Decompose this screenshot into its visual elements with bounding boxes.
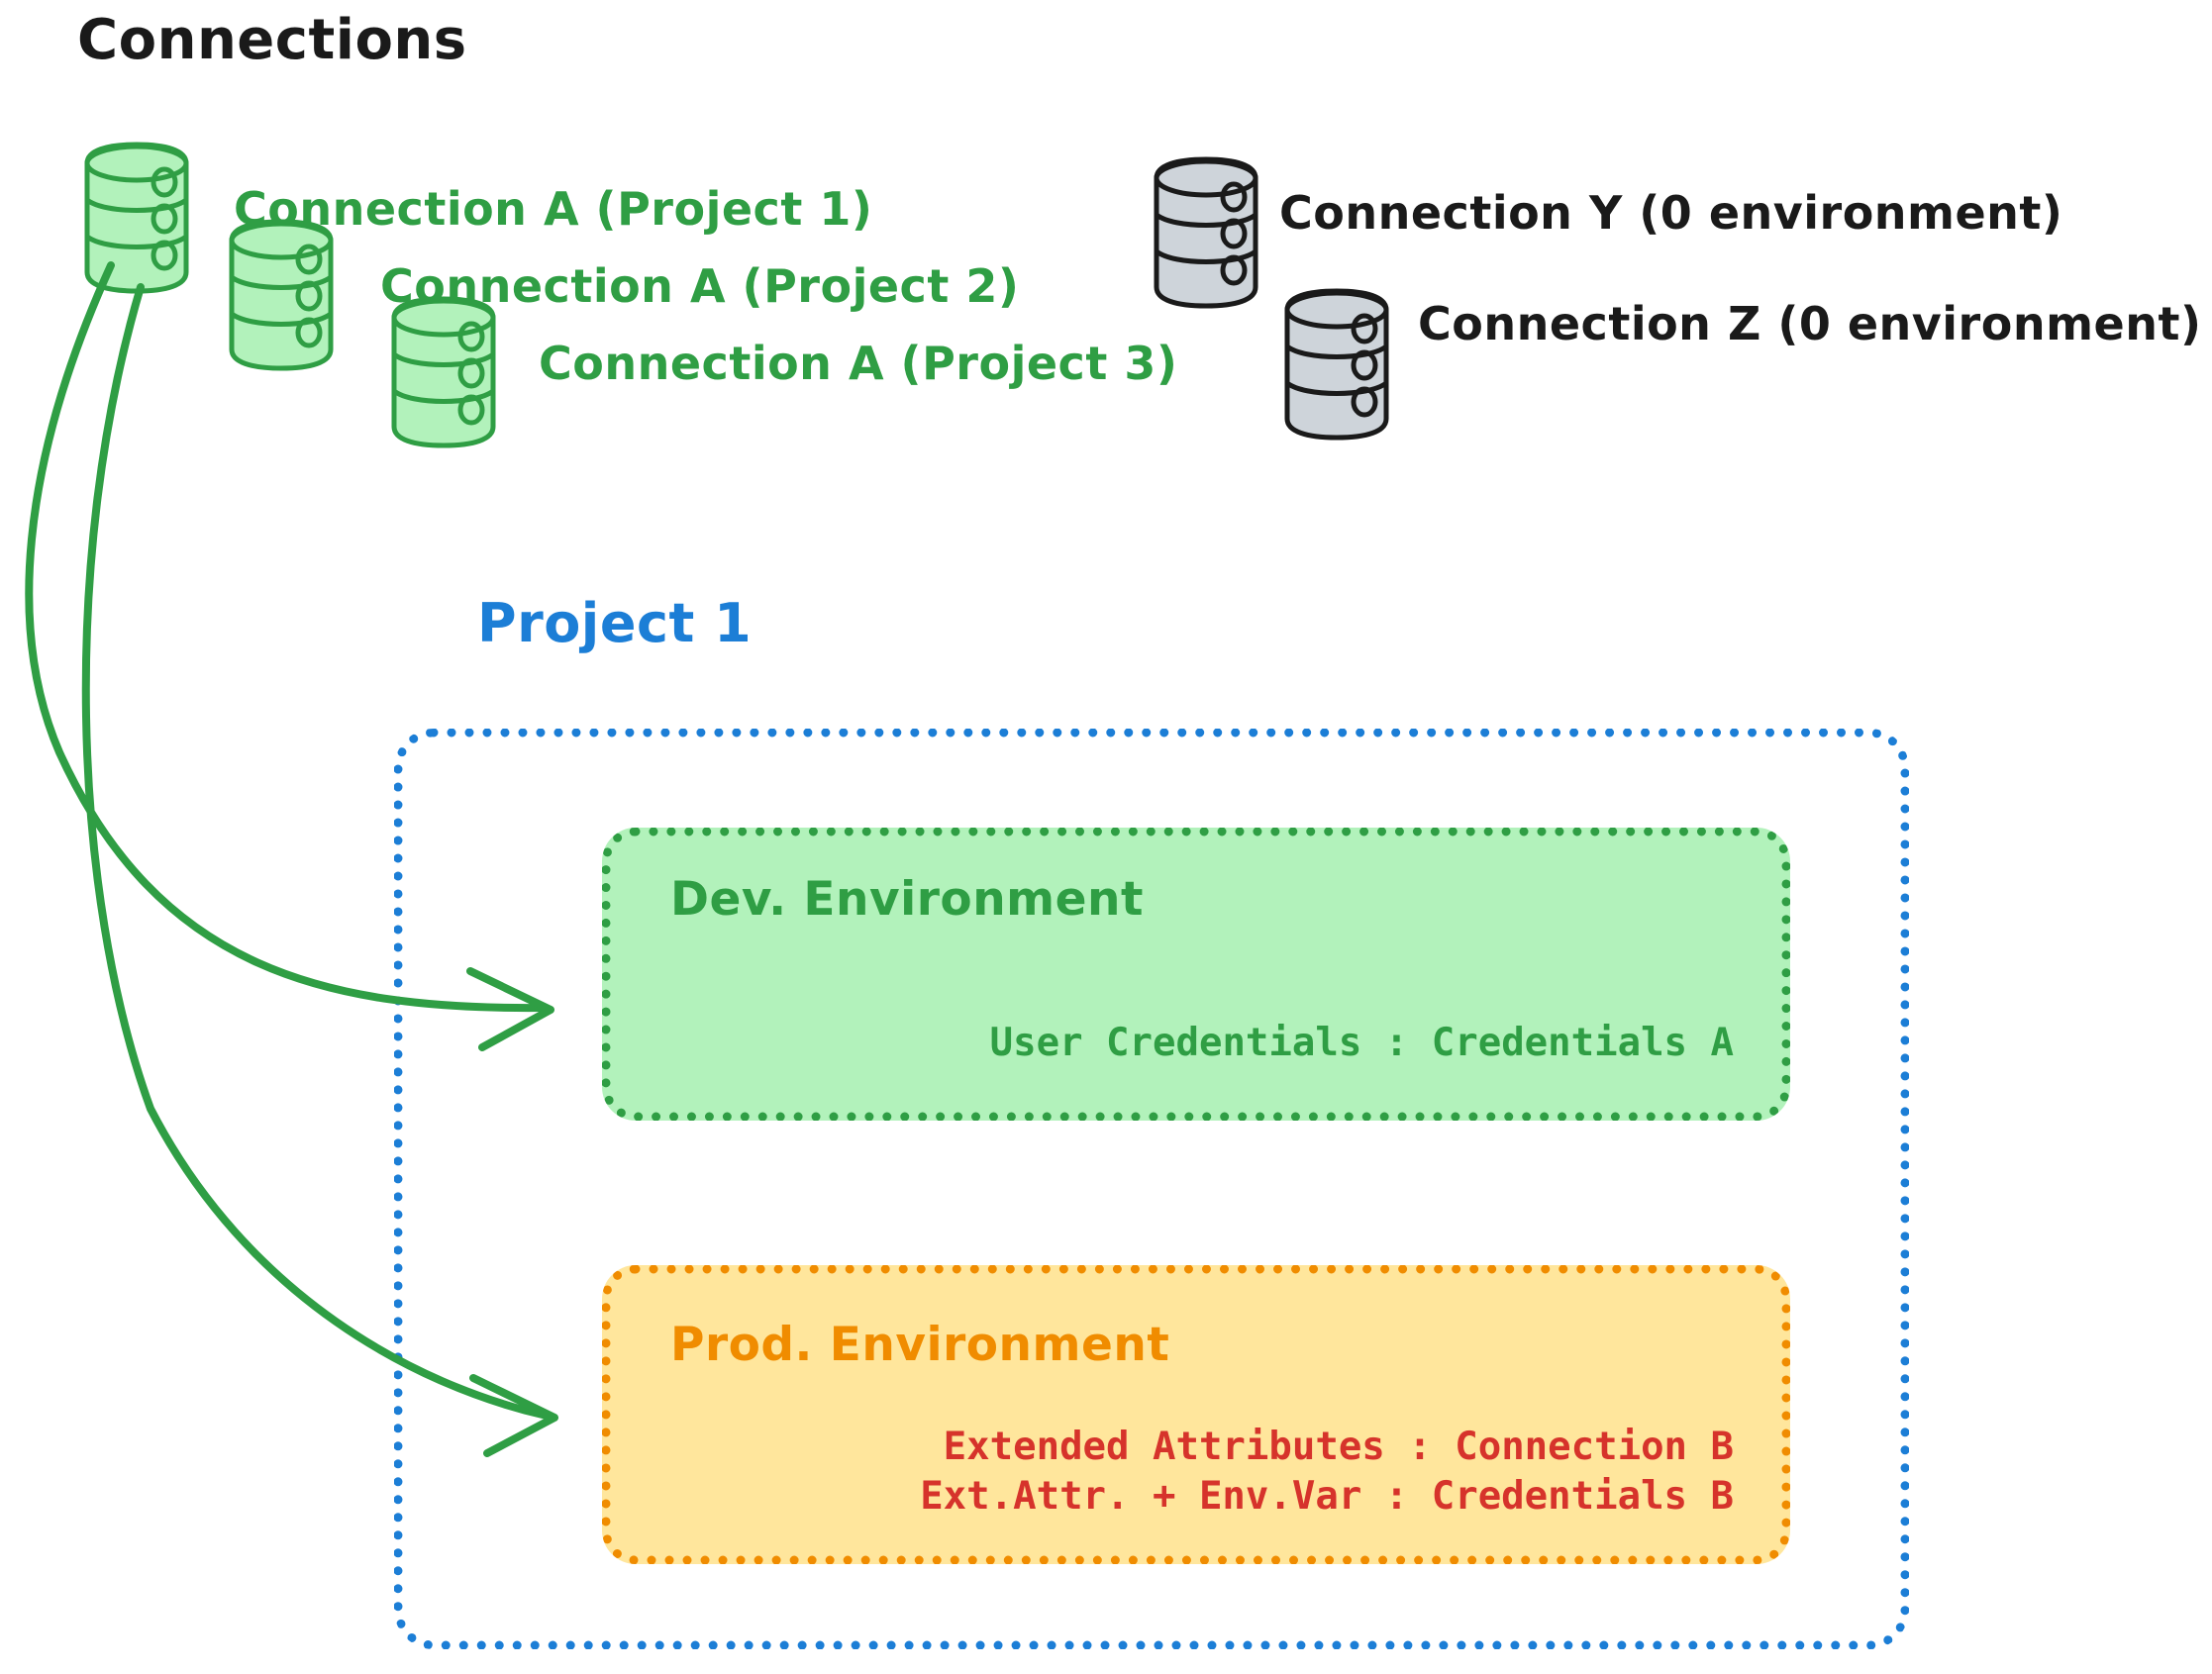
prod-environment-row-extended-attributes: Extended Attributes : Connection B: [943, 1425, 1734, 1469]
project-title: Project 1: [477, 592, 753, 654]
database-icon-connection-a-project-3[interactable]: [384, 293, 503, 451]
prod-environment-title: Prod. Environment: [670, 1318, 1170, 1372]
prod-environment-rows: Extended Attributes : Connection B Ext.A…: [611, 1423, 1734, 1522]
connection-label-a-project-1: Connection A (Project 1): [234, 182, 873, 236]
connection-label-a-project-3: Connection A (Project 3): [539, 337, 1178, 390]
dev-environment-rows: User Credentials : Credentials A: [611, 1019, 1734, 1068]
database-icon-connection-y[interactable]: [1147, 153, 1265, 312]
database-icon-connection-z[interactable]: [1277, 285, 1396, 443]
connection-label-y: Connection Y (0 environment): [1279, 186, 2063, 240]
database-icon-connection-a-project-1[interactable]: [77, 139, 196, 297]
dev-environment-row-user-credentials: User Credentials : Credentials A: [989, 1021, 1734, 1065]
dev-environment-title: Dev. Environment: [670, 872, 1144, 927]
database-icon-connection-a-project-2[interactable]: [222, 216, 341, 374]
connection-label-a-project-2: Connection A (Project 2): [380, 259, 1020, 313]
dev-environment-box: Dev. Environment User Credentials : Cred…: [602, 828, 1790, 1121]
prod-environment-box: Prod. Environment Extended Attributes : …: [602, 1265, 1790, 1564]
connections-heading: Connections: [77, 8, 467, 72]
connection-label-z: Connection Z (0 environment): [1418, 297, 2202, 350]
prod-environment-row-ext-attr-env-var: Ext.Attr. + Env.Var : Credentials B: [920, 1474, 1734, 1519]
